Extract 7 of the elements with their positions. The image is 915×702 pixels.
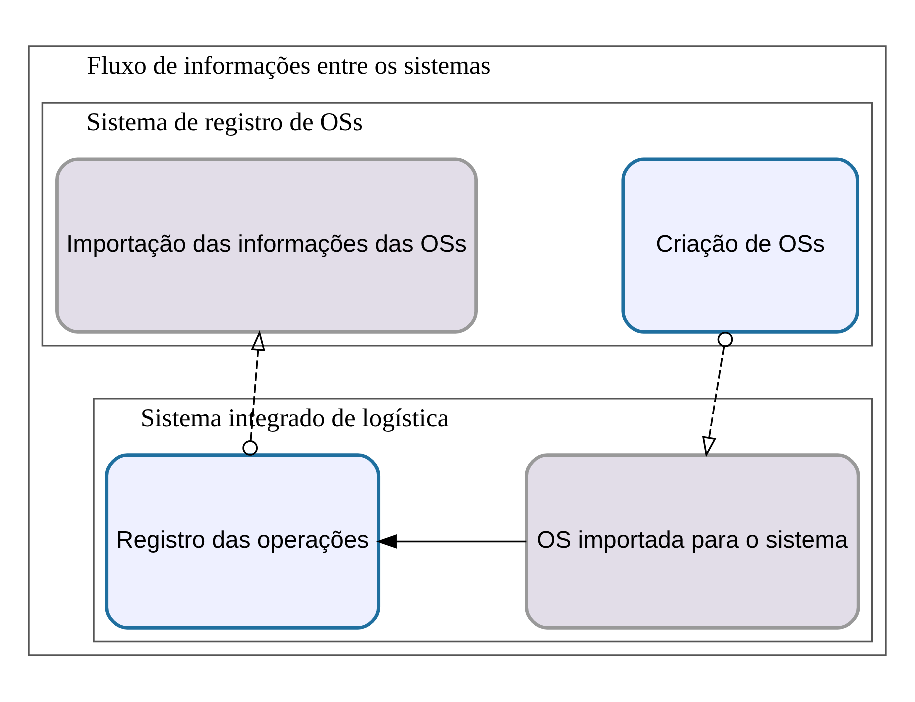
node-box: OS importada para o sistema <box>525 454 860 630</box>
arrow <box>702 332 734 458</box>
arrow <box>376 534 527 549</box>
arrow <box>242 330 266 456</box>
node-box: Importação das informações das OSs <box>56 158 478 334</box>
node-box: Registro das operações <box>105 454 381 630</box>
node-box: Criação de OSs <box>622 158 860 334</box>
